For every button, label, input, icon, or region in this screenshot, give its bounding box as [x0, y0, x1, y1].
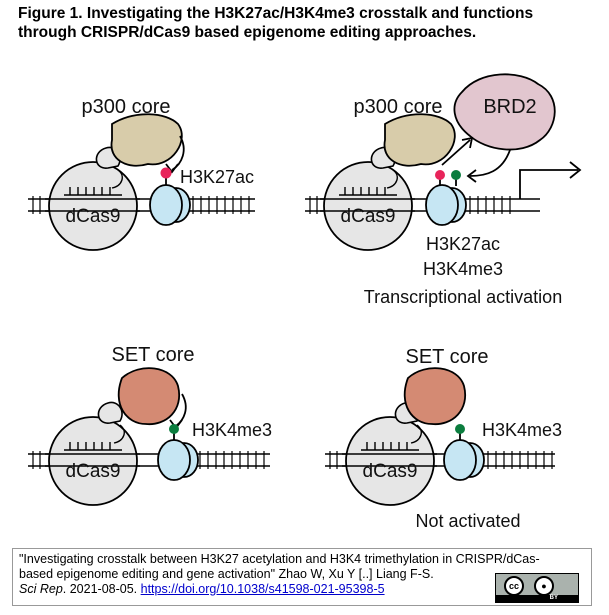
cc-by-license-badge[interactable]: cc ● BY [495, 573, 579, 603]
p300-core-label: p300 core [82, 96, 171, 118]
p300-core-protein: p300 core [82, 96, 185, 174]
person-icon: ● [534, 576, 554, 596]
panel-top-left: dCas9 p300 core H3K27ac [28, 96, 255, 251]
histone-mark-label: H3K27ac [180, 167, 254, 187]
acetyl-mark-icon [160, 167, 172, 179]
transcription-start-arrow-icon [519, 169, 578, 199]
citation-date: . 2021-08-05. [62, 582, 141, 596]
histone-mark-label: H3K4me3 [192, 420, 272, 440]
histone-mark-label: H3K4me3 [482, 420, 562, 440]
cc-icon: cc [504, 576, 524, 596]
methyl-mark-icon [451, 170, 461, 180]
dcas9-label: dCas9 [363, 461, 418, 482]
panel-top-right: dCas9 p300 core BRD2 H3K27ac H3K4me3 Tra… [305, 73, 582, 307]
p300-core-protein: p300 core [354, 96, 456, 167]
histone-mark-label-1: H3K27ac [426, 234, 500, 254]
figure-title-line1: Figure 1. Investigating the H3K27ac/H3K4… [18, 5, 534, 22]
by-label: BY [549, 595, 558, 601]
set-core-protein: SET core [112, 344, 195, 430]
outcome-label: Not activated [415, 511, 520, 531]
citation-line1: "Investigating crosstalk between H3K27 a… [19, 552, 540, 566]
diagram-canvas: dCas9 p300 core H3K27ac [28, 73, 582, 531]
outcome-label: Transcriptional activation [364, 287, 562, 307]
citation-journal: Sci Rep [19, 582, 63, 596]
dcas9-label: dCas9 [66, 461, 121, 482]
nucleosome: H3K27ac [149, 167, 254, 226]
histone-mark-label-2: H3K4me3 [423, 259, 503, 279]
methyl-mark-icon [169, 424, 179, 434]
acetyl-mark-icon [435, 170, 445, 180]
set-core-protein: SET core [403, 346, 489, 425]
dcas9-label: dCas9 [66, 206, 121, 227]
citation-doi-link[interactable]: https://doi.org/10.1038/s41598-021-95398… [140, 582, 385, 596]
set-core-label: SET core [406, 346, 489, 368]
dcas9-protein: dCas9 [45, 401, 140, 506]
set-core-label: SET core [112, 344, 195, 366]
figure-title-line2: through CRISPR/dCas9 based epigenome edi… [18, 24, 477, 41]
nucleosome: H3K4me3 [157, 420, 272, 481]
panel-bottom-right: dCas9 SET core H3K4me3 Not activated [325, 346, 562, 531]
figure-title: Figure 1. Investigating the H3K27ac/H3K4… [18, 4, 598, 42]
nucleosome [425, 170, 467, 226]
citation-box: "Investigating crosstalk between H3K27 a… [12, 548, 592, 606]
brd2-label: BRD2 [483, 96, 536, 118]
p300-core-label: p300 core [354, 96, 443, 118]
citation-line2: based epigenome editing and gene activat… [19, 567, 434, 581]
brd2-protein: BRD2 [453, 73, 556, 151]
dcas9-label: dCas9 [341, 206, 396, 227]
citation-line3: Sci Rep. 2021-08-05. https://doi.org/10.… [19, 582, 585, 597]
panel-bottom-left: dCas9 SET core H3K4me3 [28, 344, 272, 506]
methyl-mark-icon [455, 424, 465, 434]
nucleosome: H3K4me3 [443, 420, 562, 481]
recruitment-arrows [441, 136, 511, 183]
